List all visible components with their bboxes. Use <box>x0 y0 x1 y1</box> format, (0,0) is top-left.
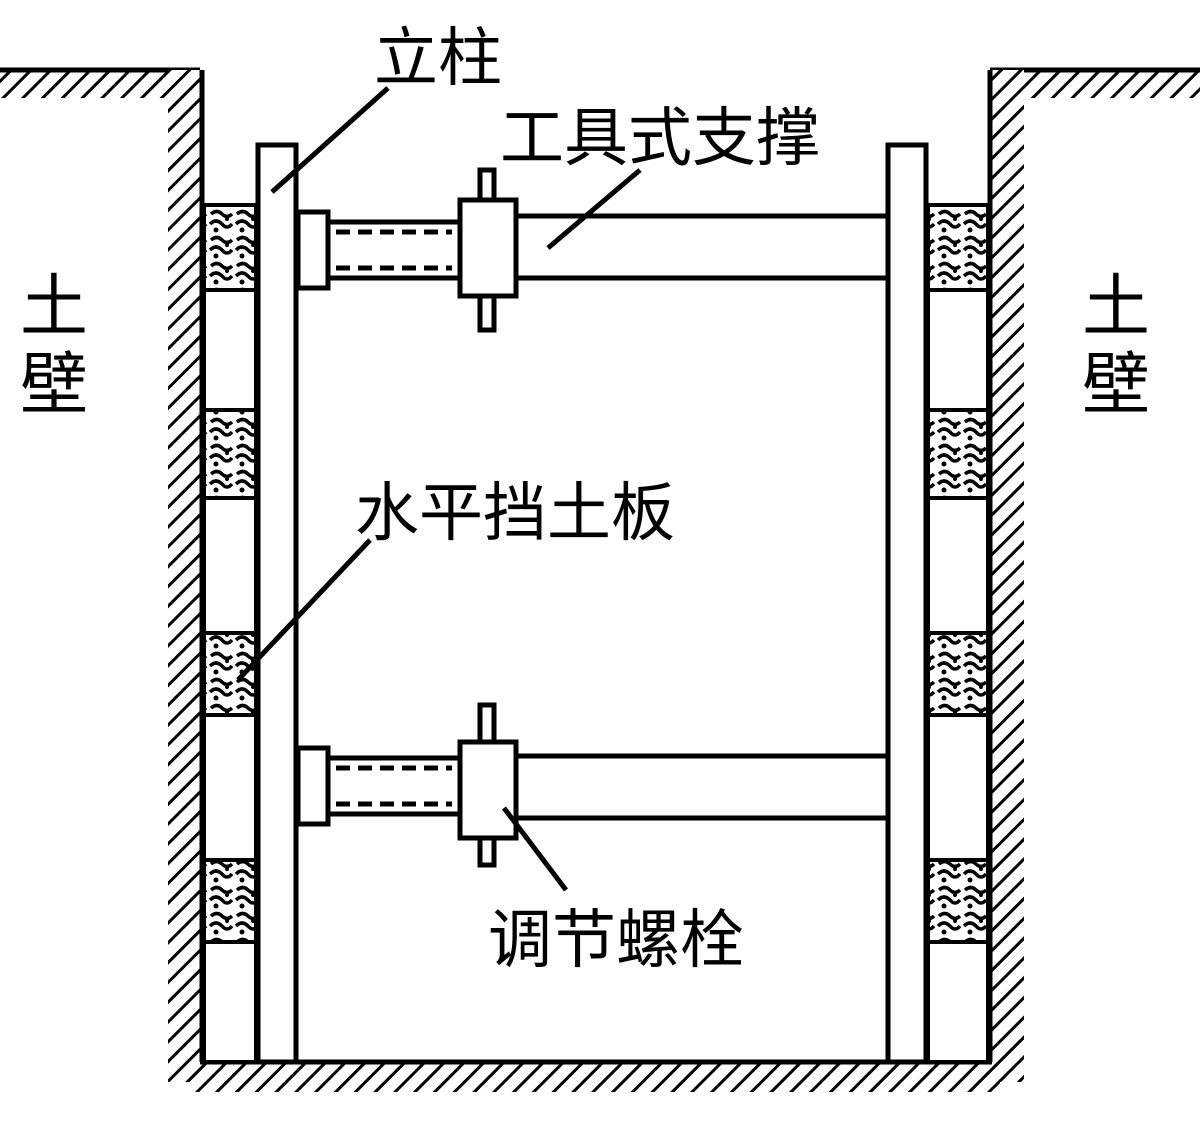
right-wall-hatch <box>990 70 1024 1082</box>
adjust-bolt-label: 调节螺栓 <box>488 904 744 978</box>
strut-leader <box>546 168 642 250</box>
left-soil-wall-char-2: 壁 <box>20 346 88 425</box>
bottom-hatch <box>190 1062 1000 1092</box>
posts <box>255 142 929 1065</box>
bolt-leader <box>502 806 568 892</box>
post-leader <box>270 86 390 194</box>
right-boards <box>926 203 990 1064</box>
right-soil-wall-char-1: 土 <box>1082 268 1150 347</box>
leader-lines <box>236 86 642 892</box>
right-ground-hatch <box>1010 70 1200 98</box>
lower-bolt-box <box>457 739 519 841</box>
left-soil-wall-char-1: 土 <box>20 268 88 347</box>
post-label: 立柱 <box>374 22 502 96</box>
left-post <box>255 142 299 1065</box>
upper-bolt-box <box>457 197 519 299</box>
left-boards <box>202 203 258 1064</box>
right-post <box>885 142 929 1065</box>
left-ground-hatch <box>0 70 190 98</box>
right-soil-wall-char-2: 壁 <box>1082 346 1150 425</box>
upper-tool-strut <box>295 167 891 333</box>
tool-strut-label: 工具式支撑 <box>500 102 820 176</box>
horizontal-board-label: 水平挡土板 <box>355 477 675 551</box>
lower-tool-strut <box>295 702 891 868</box>
board-leader <box>236 538 372 682</box>
left-wall-hatch <box>168 70 202 1082</box>
